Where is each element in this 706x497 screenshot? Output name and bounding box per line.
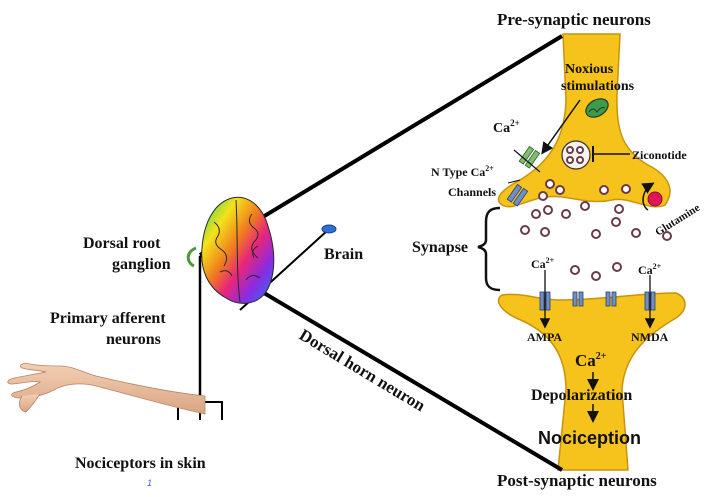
pre-synaptic-neuron bbox=[497, 33, 671, 208]
brain bbox=[201, 196, 275, 304]
nociceptors-label: Nociceptors in skin bbox=[75, 455, 206, 472]
nmda-label: NMDA bbox=[631, 330, 669, 344]
dorsal-root-label-1: Dorsal root bbox=[83, 235, 161, 252]
dorsal-horn-label: Dorsal horn neuron bbox=[296, 325, 429, 415]
post-synaptic-label: Post-synaptic neurons bbox=[497, 471, 657, 490]
ca-entry-arrow bbox=[513, 149, 541, 173]
vesicles-pre bbox=[538, 179, 631, 201]
footnote-marker: 1 bbox=[147, 478, 152, 488]
mitochondrion bbox=[585, 98, 609, 118]
ntype-pointer bbox=[507, 179, 521, 184]
storage-vesicle bbox=[561, 140, 591, 170]
vesicles-cleft bbox=[520, 201, 672, 281]
n-type-ca-channel bbox=[506, 183, 529, 207]
ca-label-pre: Ca2+ bbox=[493, 118, 520, 136]
pre-synaptic-label: Pre-synaptic neurons bbox=[497, 10, 651, 29]
ca-label-nmda: Ca2+ bbox=[638, 262, 662, 277]
ca-label-ampa: Ca2+ bbox=[531, 256, 555, 271]
hand-arm bbox=[7, 363, 206, 415]
dorsal-root-label-2: ganglion bbox=[112, 256, 171, 273]
ampa-label: AMPA bbox=[527, 330, 562, 344]
ca-label-post: Ca2+ bbox=[575, 351, 607, 370]
ntype-label-2: Channels bbox=[448, 185, 496, 199]
post-receptors bbox=[539, 291, 656, 311]
nociception-label: Nociception bbox=[538, 428, 641, 448]
noxious-arrow bbox=[541, 99, 581, 155]
primary-afferent-label-2: neurons bbox=[106, 331, 161, 348]
synapse-bracket bbox=[477, 206, 501, 292]
dorsal-root-ganglion bbox=[186, 246, 197, 268]
ziconotide-label: Ziconotide bbox=[632, 148, 687, 162]
noxious-label-1: Noxious bbox=[565, 62, 614, 77]
glutamine-transporter bbox=[647, 191, 663, 207]
brain-label: Brain bbox=[324, 246, 363, 263]
noxious-label-2: stimulations bbox=[561, 79, 635, 94]
ca-channel-green bbox=[518, 145, 541, 169]
primary-afferent-label-1: Primary afferent bbox=[50, 310, 166, 327]
glutamine-arrow bbox=[641, 182, 655, 211]
glutamine-label: Glutamine bbox=[653, 202, 702, 239]
brain-node bbox=[321, 224, 337, 234]
depolarization-label: Depolarization bbox=[531, 387, 632, 404]
synapse-label: Synapse bbox=[412, 239, 468, 256]
ntype-label-1: N Type Ca2+ bbox=[431, 164, 494, 179]
